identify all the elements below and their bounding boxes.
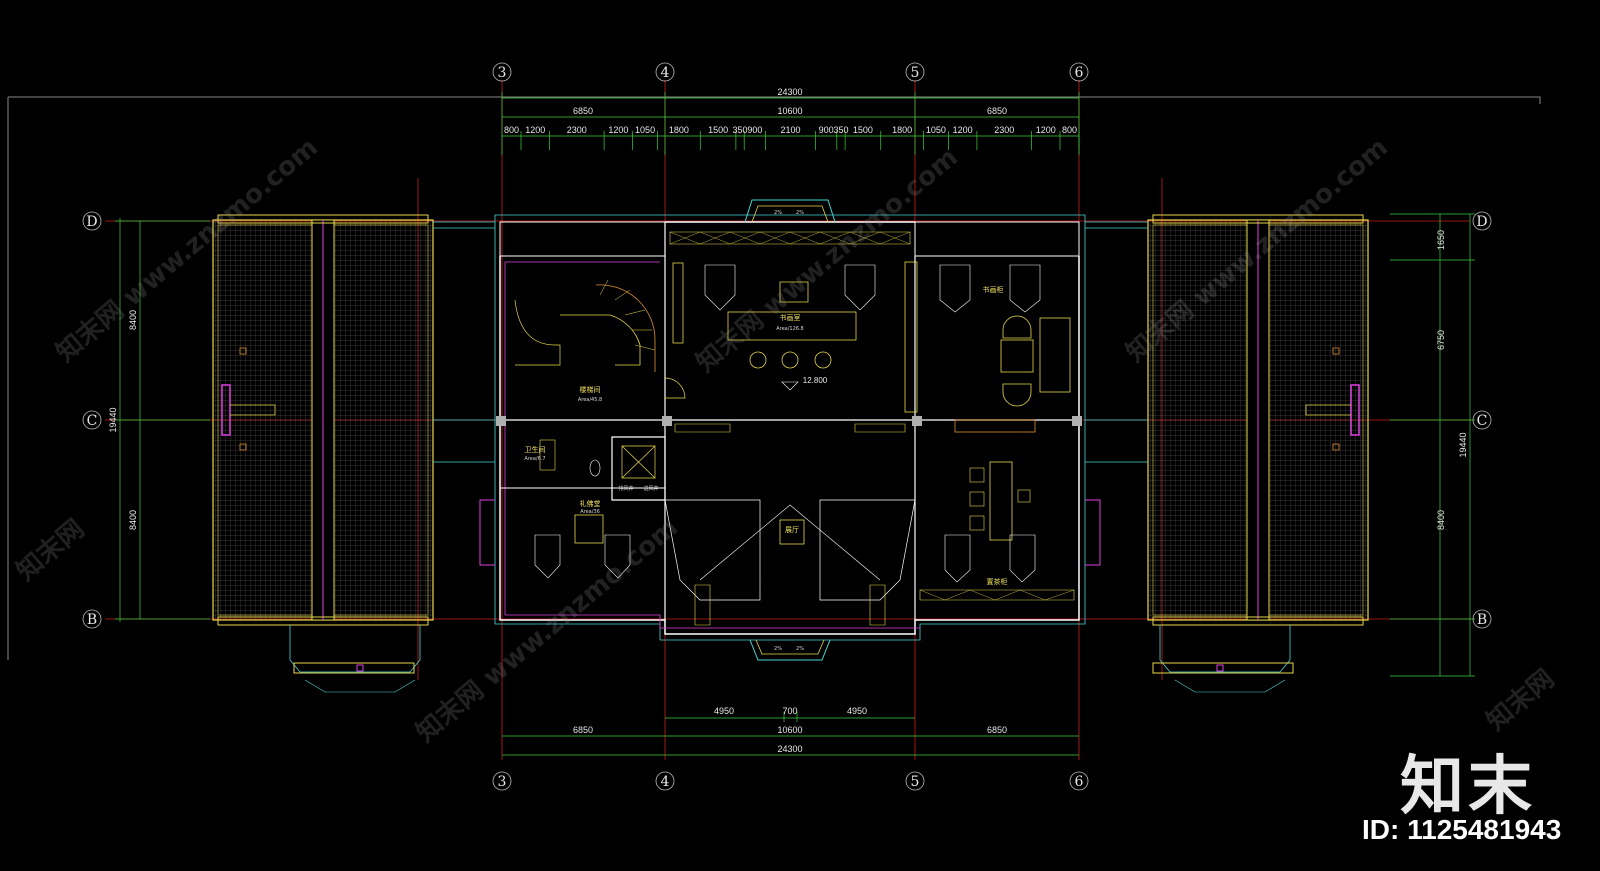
dim-right-total: 19440 (1458, 432, 1468, 457)
dim-bottom-bay-3: 6850 (987, 725, 1007, 735)
dim-top-detail: 1800 (892, 125, 912, 135)
dim-top-detail: 350 (733, 125, 748, 135)
dim-top-detail: 350 (833, 125, 848, 135)
dim-bottom-center-3: 4950 (847, 706, 867, 716)
grid-label-top-3: 3 (498, 65, 507, 81)
dim-top-detail: 1500 (708, 125, 728, 135)
dim-top-detail: 1050 (635, 125, 655, 135)
grid-label-top-5: 5 (911, 65, 920, 81)
grid-label-right-D: D (1476, 214, 1487, 230)
dim-top-detail: 1200 (525, 125, 545, 135)
grid-label-right-C: C (1477, 413, 1488, 429)
room-label-worship: 礼佛堂 (580, 499, 601, 508)
room-label-bath: 卫生间 (525, 445, 546, 454)
image-id-label: ID: 1125481943 (1362, 814, 1562, 845)
dim-right-top: 1650 (1436, 230, 1446, 250)
dim-top-detail: 1200 (953, 125, 973, 135)
grid-label-bottom-6: 6 (1075, 774, 1084, 790)
dim-top-detail: 1800 (669, 125, 689, 135)
room-area-study: Area/126.8 (776, 326, 804, 332)
slope-mark-bottom-1: 2% (774, 646, 782, 652)
dim-top-overall: 24300 (777, 87, 802, 97)
grid-label-bottom-5: 5 (911, 774, 920, 790)
room-label-stair: 楼梯间 (580, 385, 601, 394)
dimension-right (1390, 213, 1475, 677)
dim-top-detail: 1200 (1036, 125, 1056, 135)
grid-label-left-C: C (87, 413, 98, 429)
grid-bubbles-left: D C B (82, 211, 102, 629)
roof-wing-right (1147, 214, 1369, 693)
dim-top-detail: 800 (1062, 125, 1077, 135)
level-mark: 12.800 (803, 376, 828, 385)
dim-top-detail: 1200 (608, 125, 628, 135)
grid-bubbles-right: D C B (1472, 211, 1492, 629)
grid-label-left-D: D (86, 214, 97, 230)
sheet-frame (7, 96, 1541, 660)
grid-bubbles-top: 3 4 5 6 (492, 62, 1089, 82)
room-label-tea: 置茶柜 (987, 577, 1008, 586)
dim-bottom-bay-2: 10600 (777, 725, 802, 735)
grid-label-bottom-3: 3 (498, 774, 507, 790)
dimension-left (115, 218, 210, 622)
dim-top-bay-2: 10600 (777, 106, 802, 116)
dim-left-total: 19440 (108, 407, 118, 432)
duct-label-1: 排风井 (618, 485, 633, 492)
slope-mark-top-2: 2% (796, 210, 804, 216)
dim-left-upper: 8400 (128, 310, 138, 330)
grid-label-top-4: 4 (661, 65, 670, 81)
roof-wing-left (212, 214, 434, 693)
dim-top-detail: 900 (747, 125, 762, 135)
dim-bottom-overall: 24300 (777, 744, 802, 754)
dim-bottom-bay-1: 6850 (573, 725, 593, 735)
grid-label-bottom-4: 4 (661, 774, 670, 790)
dim-left-lower: 8400 (128, 510, 138, 530)
slope-mark-bottom-2: 2% (796, 646, 804, 652)
room-area-bath: Area/6.7 (524, 456, 545, 462)
room-label-hall: 展厅 (785, 526, 799, 534)
connector-bridges (433, 221, 1148, 463)
room-label-exhibit-right: 书画柜 (983, 285, 1004, 294)
room-area-worship: Area/36 (580, 509, 600, 515)
dim-top-detail: 2300 (994, 125, 1014, 135)
grid-bubbles-bottom: 3 4 5 6 (492, 771, 1089, 791)
dim-top-detail: 900 (819, 125, 834, 135)
room-area-stair: Area/45.8 (578, 397, 602, 403)
slope-mark-top-1: 2% (774, 210, 782, 216)
duct-label-2: 送风井 (643, 485, 658, 492)
dim-bottom-center-2: 700 (782, 706, 797, 716)
dim-top-detail: 2300 (567, 125, 587, 135)
room-label-study: 书画室 (780, 313, 801, 322)
dim-top-detail: 800 (504, 125, 519, 135)
dim-top-bay-3: 6850 (987, 106, 1007, 116)
grid-label-right-B: B (1477, 612, 1487, 628)
brand-logo: 知末 (1400, 750, 1536, 824)
grid-label-top-6: 6 (1075, 65, 1084, 81)
dimension-bottom (502, 712, 1079, 756)
dim-top-detail: 1500 (853, 125, 873, 135)
main-building (479, 199, 1101, 661)
dimension-top (501, 92, 1080, 155)
dim-right-lower: 8400 (1436, 510, 1446, 530)
dim-top-bay-1: 6850 (573, 106, 593, 116)
dim-bottom-center-1: 4950 (714, 706, 734, 716)
dim-right-middle: 6750 (1436, 330, 1446, 350)
dim-top-detail: 1050 (926, 125, 946, 135)
grid-label-left-B: B (87, 612, 97, 628)
dim-top-detail: 2100 (780, 125, 800, 135)
